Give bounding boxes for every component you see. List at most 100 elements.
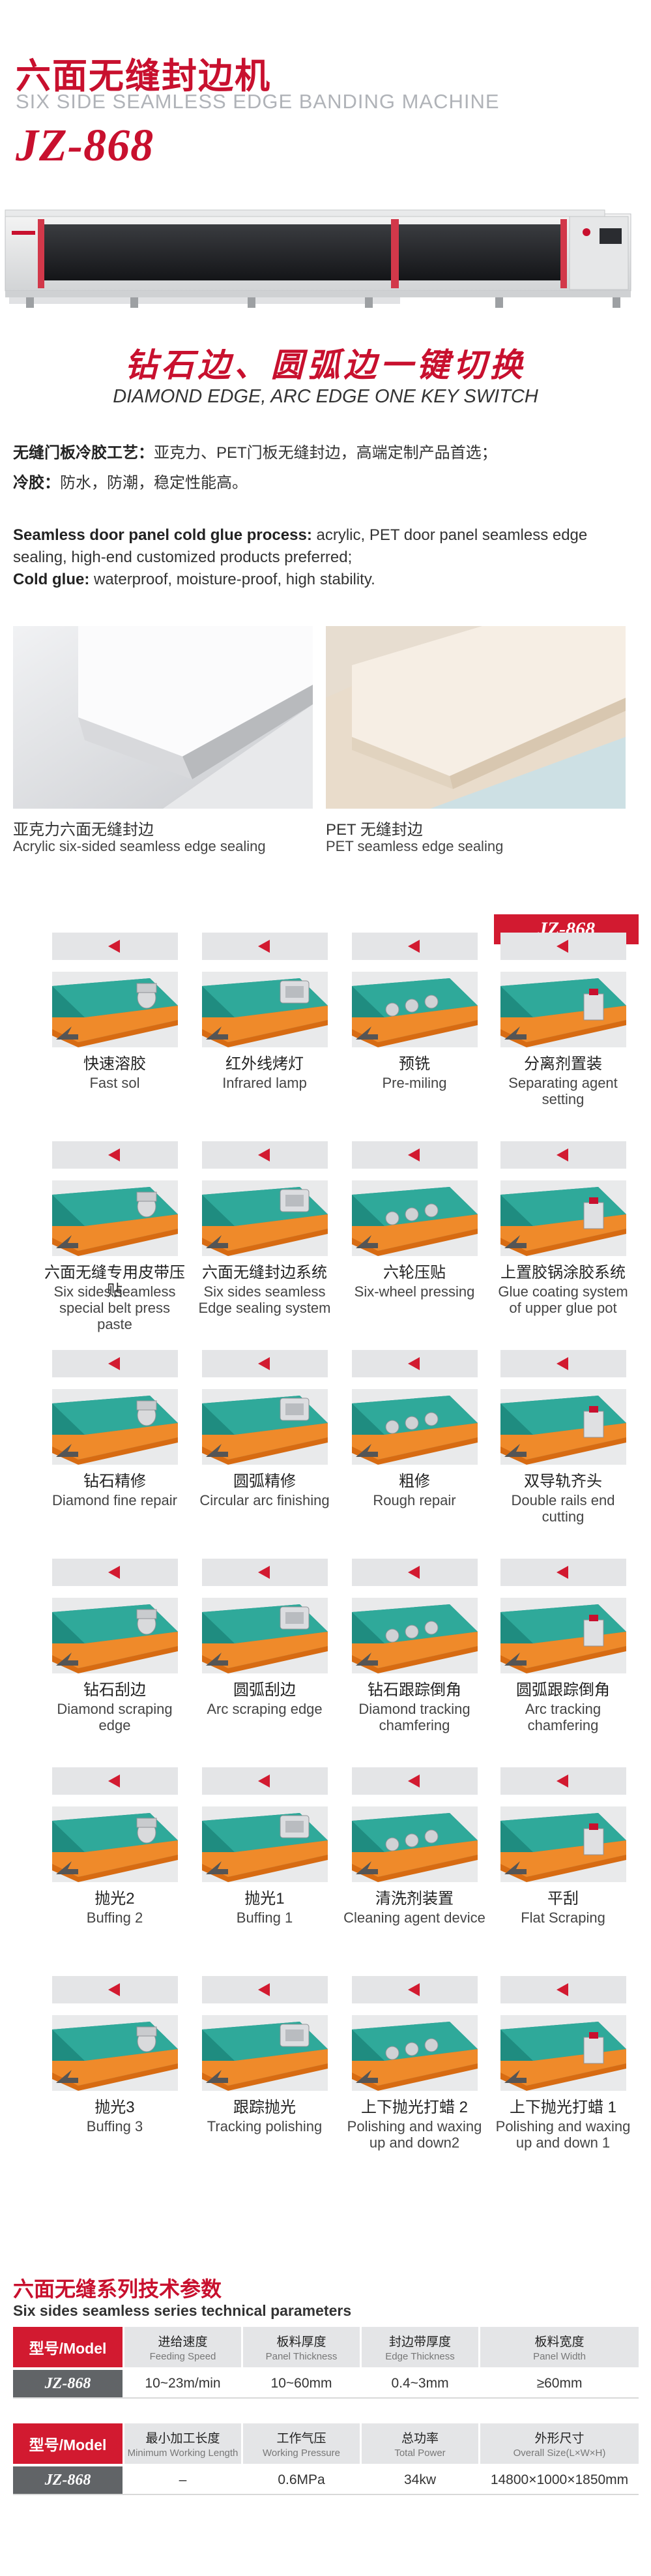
spec-value: 0.6MPa <box>241 2466 360 2494</box>
process-step-image <box>52 1598 178 1673</box>
process-step-label-cn: 圆弧刮边 <box>233 1681 296 1699</box>
spec-value: 14800×1000×1850mm <box>478 2466 639 2494</box>
slogan-subtitle: DIAMOND EDGE, ARC EDGE ONE KEY SWITCH <box>113 386 538 407</box>
process-step-label-en: Six sides seamless Edge sealing system <box>198 1283 331 1316</box>
pet-caption-cn: PET 无缝封边 <box>326 821 423 839</box>
process-step-label-en: Rough repair <box>373 1492 456 1508</box>
spec-header-cn: 总功率 <box>401 2432 439 2446</box>
process-step-image <box>500 1806 626 1882</box>
left-arrow-icon <box>52 1767 178 1795</box>
process-step-label-cn: 钻石精修 <box>83 1473 146 1490</box>
spec-value: – <box>123 2466 241 2494</box>
process-step-image <box>202 2015 328 2091</box>
intro-glue-en-text: waterproof, moisture-proof, high stabili… <box>89 571 375 588</box>
process-step-label-cn: 圆弧跟踪倒角 <box>516 1681 610 1699</box>
process-step-label-en: Infrared lamp <box>222 1075 307 1091</box>
acrylic-caption-en: Acrylic six-sided seamless edge sealing <box>13 838 266 854</box>
process-step-image <box>352 1389 478 1465</box>
process-step-label-cn: 钻石跟踪倒角 <box>368 1681 461 1699</box>
process-step-label-en: Buffing 2 <box>86 1910 143 1926</box>
left-arrow-icon <box>202 1559 328 1586</box>
spec-header-en: Total Power <box>394 2448 446 2459</box>
process-step-label-en: Six-wheel pressing <box>354 1283 475 1300</box>
process-step-label-en: Arc scraping edge <box>207 1701 323 1717</box>
process-step-label-cn: 抛光3 <box>94 2099 135 2116</box>
spec-value: 10~23m/min <box>123 2370 241 2397</box>
process-step-label-cn: 上置胶锅涂胶系统 <box>500 1264 626 1281</box>
page-title: 六面无缝封边机 <box>16 57 271 96</box>
process-step-label-cn: 红外线烤灯 <box>225 1055 304 1073</box>
process-step-label-cn: 六面无缝封边系统 <box>202 1264 327 1281</box>
process-step-image <box>352 2015 478 2091</box>
spec-value: ≥60mm <box>478 2370 639 2397</box>
spec-header-en: Panel Thickness <box>265 2351 338 2362</box>
intro-glue-cn: 冷胶：防水，防潮，稳定性能高。 <box>13 472 639 494</box>
left-arrow-icon <box>500 933 626 960</box>
process-step-label-cn: 抛光1 <box>244 1890 285 1908</box>
process-step-label-cn: 粗修 <box>399 1473 430 1490</box>
left-arrow-icon <box>52 933 178 960</box>
model-number: JZ-868 <box>16 121 154 171</box>
left-arrow-icon <box>202 1976 328 2003</box>
spec-header-cn: 工作气压 <box>276 2432 326 2446</box>
process-step-image <box>500 972 626 1047</box>
process-step-label-en: Diamond fine repair <box>52 1492 177 1508</box>
process-step-label-en: Buffing 1 <box>236 1910 293 1926</box>
process-step-image <box>500 1180 626 1256</box>
left-arrow-icon <box>52 1350 178 1377</box>
model-header: 型号/Model <box>13 2423 123 2464</box>
left-arrow-icon <box>202 1350 328 1377</box>
model-cell: JZ-868 <box>13 2370 123 2397</box>
machine-illustration <box>5 209 631 308</box>
process-step-label-cn: 双导轨齐头 <box>524 1473 602 1490</box>
process-step-image <box>500 1598 626 1673</box>
spec-header-cn: 板料厚度 <box>276 2335 326 2349</box>
intro-process-en: Seamless door panel cold glue process: a… <box>13 524 639 569</box>
process-step-label-en: Diamond scraping edge <box>57 1701 173 1733</box>
process-step-label-cn: 上下抛光打蜡 1 <box>509 2099 616 2116</box>
left-arrow-icon <box>352 1976 478 2003</box>
intro-glue-cn-label: 冷胶： <box>13 474 60 492</box>
process-step-label-en: Polishing and waxing up and down2 <box>347 2118 482 2151</box>
process-step-image <box>52 1389 178 1465</box>
left-arrow-icon <box>500 1767 626 1795</box>
spec-table-2-row: JZ-868 – 0.6MPa 34kw 14800×1000×1850mm <box>13 2466 639 2495</box>
spec-header-en: Panel Width <box>533 2351 586 2362</box>
spec-title-en: Six sides seamless series technical para… <box>13 2302 352 2319</box>
process-step-image <box>202 1598 328 1673</box>
process-step-label-cn: 分离剂置装 <box>524 1055 602 1073</box>
intro-process-en-label: Seamless door panel cold glue process: <box>13 526 312 544</box>
spec-header-en: Minimum Working Length <box>127 2448 239 2459</box>
process-step-image <box>352 1598 478 1673</box>
intro-glue-en: Cold glue: waterproof, moisture-proof, h… <box>13 569 639 591</box>
process-step-label-en: Arc tracking chamfering <box>525 1701 601 1733</box>
left-arrow-icon <box>52 1141 178 1169</box>
process-step-label-en: Fast sol <box>89 1075 140 1091</box>
spec-value: 10~60mm <box>241 2370 360 2397</box>
left-arrow-icon <box>202 1141 328 1169</box>
process-step-label-en: Glue coating system of upper glue pot <box>498 1283 628 1316</box>
spec-header-cn: 封边带厚度 <box>388 2335 451 2349</box>
process-step-label-en: Separating agent setting <box>508 1075 618 1107</box>
process-step-image <box>52 2015 178 2091</box>
left-arrow-icon <box>500 1141 626 1169</box>
process-step-label-cn: 钻石刮边 <box>83 1681 146 1699</box>
process-step-label-en: Tracking polishing <box>207 2118 323 2134</box>
left-arrow-icon <box>52 1559 178 1586</box>
process-step-image <box>352 1806 478 1882</box>
intro-process-en-text: acrylic, PET door panel seamless edge se… <box>13 526 588 566</box>
acrylic-sample-image <box>13 626 313 809</box>
page-subtitle: SIX SIDE SEAMLESS EDGE BANDING MACHINE <box>16 90 500 113</box>
left-arrow-icon <box>202 1767 328 1795</box>
process-step-label-en: Buffing 3 <box>86 2118 143 2134</box>
spec-value: 34kw <box>360 2466 478 2494</box>
intro-glue-cn-text: 防水，防潮，稳定性能高。 <box>60 474 248 492</box>
process-step-image <box>52 972 178 1047</box>
